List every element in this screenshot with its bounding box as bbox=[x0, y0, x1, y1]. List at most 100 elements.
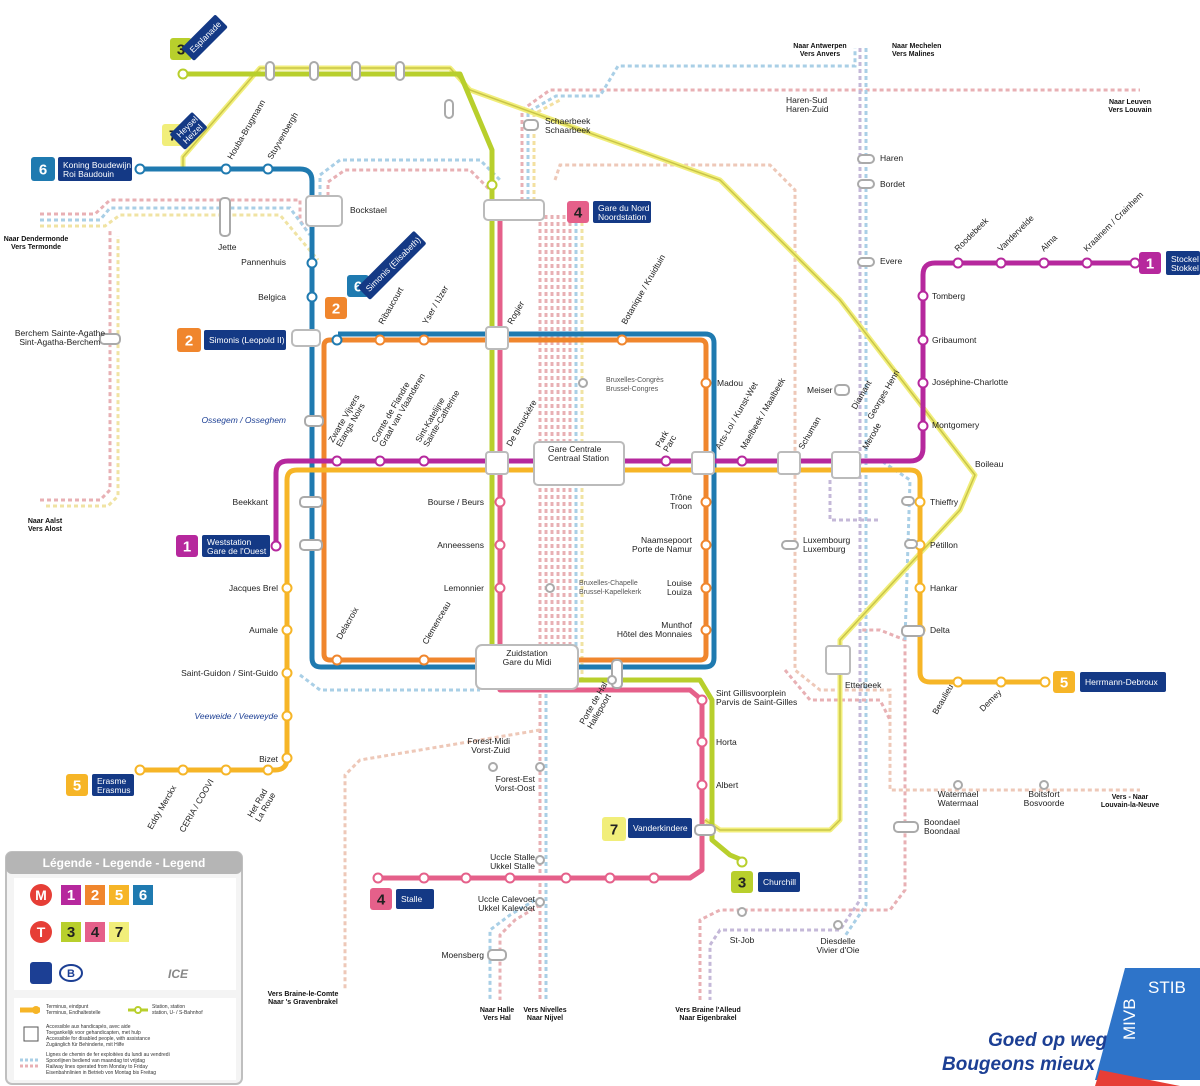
interchange-boxes bbox=[291, 195, 861, 690]
station-label-aumale: Aumale bbox=[249, 625, 278, 635]
svg-text:Churchill: Churchill bbox=[763, 877, 796, 887]
station-label-beekkant: Beekkant bbox=[233, 497, 269, 507]
rail-station-dot bbox=[607, 675, 617, 685]
svg-text:2: 2 bbox=[185, 333, 193, 350]
legend-tram-line-7: 7 bbox=[109, 922, 129, 942]
station-label-georges_henri: Georges Henri bbox=[865, 368, 901, 421]
station-label-alma: Alma bbox=[1038, 232, 1059, 253]
line-badge-1: 1 bbox=[1139, 252, 1161, 274]
station-dot bbox=[220, 163, 232, 175]
station-label-montgomery: Montgomery bbox=[932, 420, 980, 430]
station-label-tomberg: Tomberg bbox=[932, 291, 965, 301]
line-badge-2: 2 bbox=[177, 328, 201, 352]
terminal-churchill: Churchill bbox=[758, 872, 800, 892]
svg-text:4: 4 bbox=[574, 205, 583, 222]
brand-stib: STIB bbox=[1148, 978, 1186, 997]
terminal-esplanade: Esplanade bbox=[182, 15, 228, 61]
station-label-rogier: Rogier bbox=[505, 299, 526, 326]
station-dot bbox=[372, 872, 384, 884]
metro-icon-letter: M bbox=[35, 887, 47, 903]
station-pill bbox=[857, 257, 875, 267]
station-pill bbox=[219, 197, 231, 237]
tram-icon-letter: T bbox=[37, 924, 46, 940]
station-label-josephine: Joséphine-Charlotte bbox=[932, 377, 1008, 387]
station-label-etterbeek: Etterbeek bbox=[845, 680, 882, 690]
line-badge-2: 2 bbox=[325, 297, 347, 319]
svg-text:6: 6 bbox=[39, 162, 47, 179]
svg-text:Vanderkindere: Vanderkindere bbox=[633, 823, 688, 833]
station-label-meiser: Meiser bbox=[807, 385, 833, 395]
rail-station-dot bbox=[535, 897, 545, 907]
station-pill bbox=[781, 540, 799, 550]
station-pill bbox=[893, 821, 919, 833]
station-pill bbox=[523, 119, 539, 131]
station-label-haren: Haren bbox=[880, 153, 903, 163]
tram-line-3 bbox=[183, 71, 743, 863]
svg-text:1: 1 bbox=[183, 539, 191, 556]
legend-tram-line-3: 3 bbox=[61, 922, 81, 942]
station-pill bbox=[487, 949, 507, 961]
station-dot bbox=[1039, 676, 1051, 688]
svg-text:6: 6 bbox=[139, 887, 147, 904]
station-pill bbox=[299, 539, 323, 551]
svg-text:4: 4 bbox=[91, 924, 100, 941]
stib-branding: STIB MIVB Goed op weg Bougeons mieux bbox=[942, 968, 1200, 1086]
svg-text:2: 2 bbox=[91, 887, 99, 904]
line-badge-5: 5 bbox=[1053, 671, 1075, 693]
terminal-vanderkindere: Vanderkindere bbox=[628, 818, 692, 838]
station-dot bbox=[134, 764, 146, 776]
station-label-zwarte: Zwarte VijversEtangs Noirs bbox=[326, 392, 369, 448]
station-dot bbox=[917, 377, 929, 389]
station-pill bbox=[444, 99, 454, 119]
station-pill bbox=[395, 61, 405, 81]
rail-station-dot bbox=[535, 762, 545, 772]
svg-text:5: 5 bbox=[73, 778, 81, 795]
station-label-ceria: CERIA / COOVI bbox=[177, 777, 216, 834]
svg-text:7: 7 bbox=[115, 924, 123, 941]
station-dot bbox=[460, 872, 472, 884]
line-badge-5: 5 bbox=[66, 774, 88, 796]
station-label-veeweide: Veeweide / Veeweyde bbox=[195, 711, 279, 721]
rail-station-dot bbox=[833, 920, 843, 930]
line-badge-1: 1 bbox=[176, 535, 198, 557]
legend-railway-text: Lignes de chemin de fer exploitées du lu… bbox=[46, 1052, 170, 1076]
station-dot bbox=[616, 334, 628, 346]
station-markers bbox=[99, 61, 1141, 961]
terminal-heysel: HeyselHeizel bbox=[170, 112, 207, 150]
station-dot bbox=[270, 540, 282, 552]
station-pill bbox=[99, 333, 121, 345]
station-label-horta: Horta bbox=[716, 737, 737, 747]
station-dot bbox=[418, 654, 430, 666]
station-dot bbox=[306, 257, 318, 269]
station-dot bbox=[374, 455, 386, 467]
station-dot bbox=[917, 420, 929, 432]
station-label-sainte_catherine: Sint-KatelijneSainte-Catherine bbox=[413, 384, 461, 449]
line-badge-4: 4 bbox=[567, 201, 589, 223]
station-label-maalbeek: Maelbeek / Maalbeek bbox=[738, 375, 787, 451]
station-dot bbox=[560, 872, 572, 884]
station-label-arts_loi: Arts-Loi / Kunst-Wet bbox=[713, 380, 760, 451]
legend-metro-line-5: 5 bbox=[109, 885, 129, 905]
station-pill bbox=[309, 61, 319, 81]
station-dot bbox=[331, 455, 343, 467]
station-dot bbox=[700, 377, 712, 389]
station-pill bbox=[694, 824, 716, 836]
station-label-hankar: Hankar bbox=[930, 583, 958, 593]
